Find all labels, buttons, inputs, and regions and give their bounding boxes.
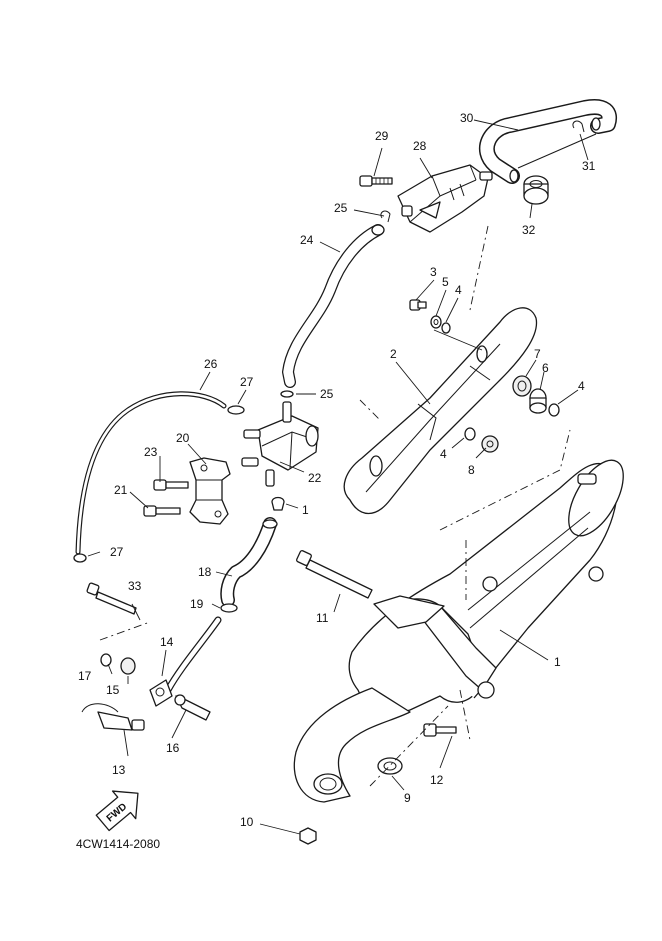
washer-4b <box>548 403 560 417</box>
callout-15: 15 <box>106 683 120 697</box>
forward-arrow-icon: FWD <box>95 790 139 832</box>
pipe-cap-13 <box>81 703 145 731</box>
bracket-screw-b <box>143 505 181 517</box>
grommet <box>523 175 549 205</box>
callout-18: 18 <box>198 565 212 579</box>
callout-12: 12 <box>430 773 444 787</box>
callout-9: 9 <box>404 791 411 805</box>
callout-23: 23 <box>144 445 158 459</box>
callout-32: 32 <box>522 223 536 237</box>
plug-16 <box>174 694 211 721</box>
exhaust-gasket <box>377 757 403 775</box>
callout-30: 30 <box>460 111 474 125</box>
hose-end-clip <box>73 553 87 563</box>
callout-5: 5 <box>442 275 449 289</box>
callout-3: 3 <box>430 265 437 279</box>
callout-10: 10 <box>240 815 254 829</box>
air-filter-case <box>397 164 493 233</box>
mounting-bolt <box>359 175 393 187</box>
callout-25-top: 25 <box>334 201 348 215</box>
breather-pipe-14 <box>149 616 222 707</box>
callout-11: 11 <box>316 611 329 625</box>
washer-17 <box>100 653 112 667</box>
callout-14: 14 <box>160 635 174 649</box>
collar-6 <box>529 388 547 414</box>
callout-29: 29 <box>375 129 389 143</box>
muffler <box>348 459 624 714</box>
breather-hose <box>282 224 385 388</box>
drain-hose <box>220 517 278 607</box>
callout-26: 26 <box>204 357 218 371</box>
clamp-band <box>271 496 285 511</box>
callout-33: 33 <box>128 579 142 593</box>
washer-4a <box>441 322 451 334</box>
bearing-7 <box>512 375 532 397</box>
callout-17: 17 <box>78 669 92 683</box>
damper-15 <box>120 657 136 675</box>
callout-19: 19 <box>190 597 204 611</box>
callout-28: 28 <box>413 139 427 153</box>
exhaust-pipe <box>293 687 411 803</box>
callout-4-right: 4 <box>578 379 585 393</box>
callout-8: 8 <box>468 463 475 477</box>
leader-lines <box>87 119 589 835</box>
pipe-clip <box>572 120 585 133</box>
diagram-code: 4CW1414-2080 <box>76 837 160 851</box>
long-bolt <box>296 550 373 599</box>
callout-2: 2 <box>390 347 397 361</box>
callout-6: 6 <box>542 361 549 375</box>
heat-protector <box>343 307 538 515</box>
callout-7: 7 <box>534 347 541 361</box>
callout-22: 22 <box>308 471 322 485</box>
valve-bracket <box>189 457 231 525</box>
stud-bolt-33 <box>86 582 137 615</box>
air-pipe <box>478 99 617 184</box>
reference-dashed-lines <box>99 225 571 787</box>
reed-valve <box>241 401 319 487</box>
callout-4-mid: 4 <box>440 447 447 461</box>
callout-1-muffler: 1 <box>554 655 561 669</box>
callout-16: 16 <box>166 741 180 755</box>
callout-24: 24 <box>300 233 314 247</box>
callout-21: 21 <box>114 483 128 497</box>
callout-4-top: 4 <box>455 283 462 297</box>
hose-clip-mid <box>280 390 294 398</box>
bracket-screw-a <box>153 479 189 491</box>
hose-clip-27 <box>227 405 245 415</box>
washer-4c <box>464 427 476 441</box>
long-vent-hose <box>75 391 227 555</box>
callout-13: 13 <box>112 763 126 777</box>
callout-1-valve: 1 <box>302 503 309 517</box>
callout-27-left: 27 <box>110 545 124 559</box>
callout-25-mid: 25 <box>320 387 334 401</box>
callout-27-top: 27 <box>240 375 254 389</box>
bolt-3 <box>409 299 427 311</box>
callout-31: 31 <box>582 159 596 173</box>
hose-clamp-19 <box>220 603 238 613</box>
nut-10 <box>299 827 317 845</box>
hose-clip-top <box>380 210 391 223</box>
callout-numbers: 30 29 28 31 25 32 24 3 5 4 2 26 7 6 27 4… <box>78 111 596 829</box>
callout-20: 20 <box>176 431 190 445</box>
washer-5 <box>430 315 442 329</box>
